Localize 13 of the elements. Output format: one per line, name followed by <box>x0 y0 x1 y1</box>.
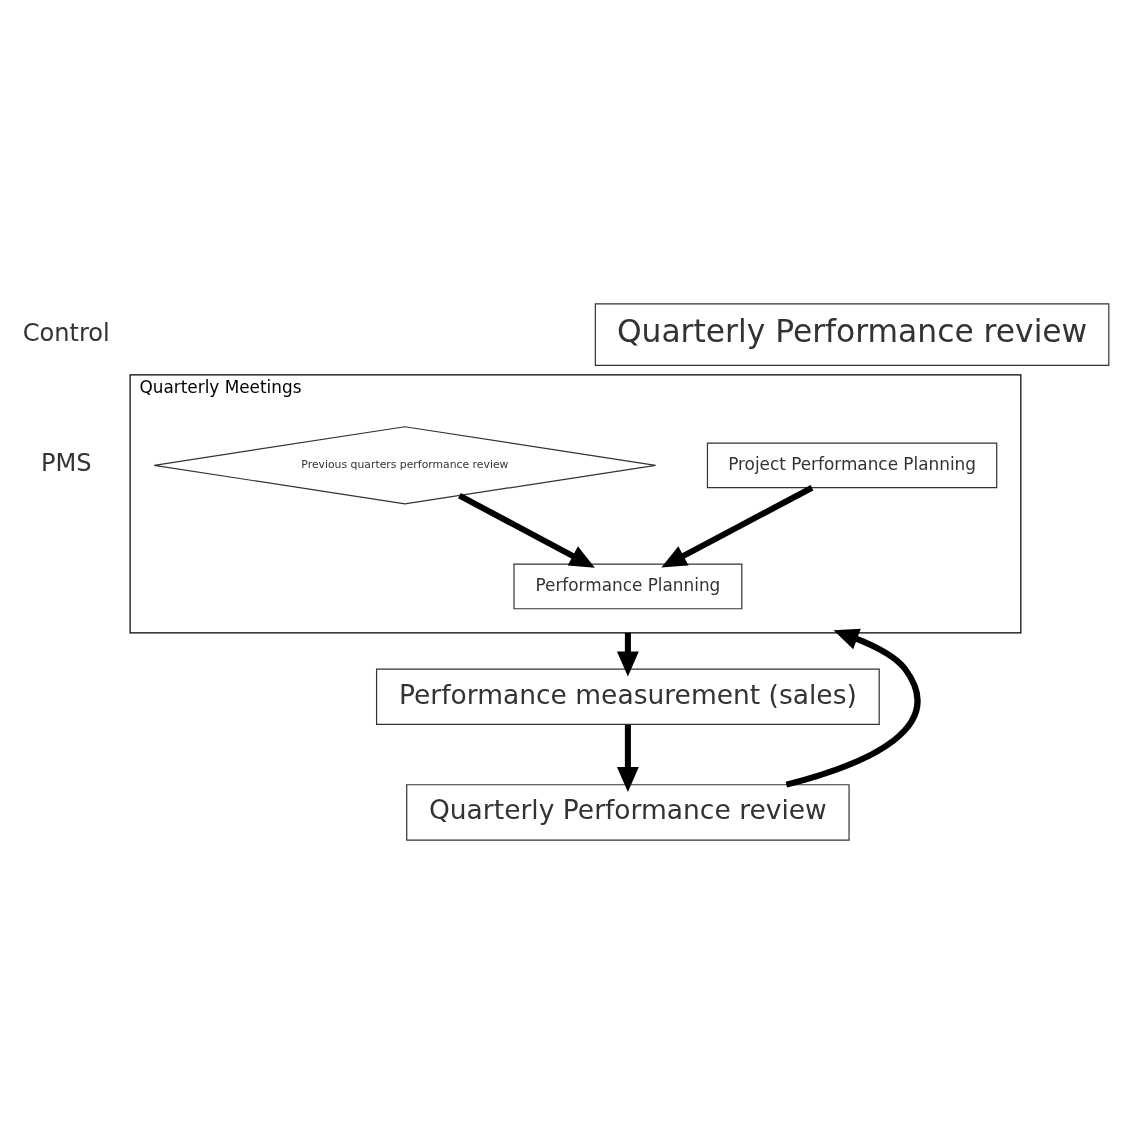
label: PMS <box>40 448 92 477</box>
node-box: Quarterly Performance review <box>406 783 850 841</box>
node-box: Project Performance Planning <box>706 441 998 488</box>
arrow <box>616 632 639 676</box>
node-box: Performance Planning <box>513 563 743 609</box>
node-box: Quarterly Performance review <box>594 302 1110 366</box>
label: Control <box>22 318 110 347</box>
arrow <box>785 628 921 788</box>
arrow <box>458 492 595 568</box>
node-box: Performance measurement (sales) <box>376 667 880 725</box>
arrow <box>616 724 639 792</box>
node-diamond: Previous quarters performance review <box>153 425 657 504</box>
arrow <box>661 484 814 568</box>
